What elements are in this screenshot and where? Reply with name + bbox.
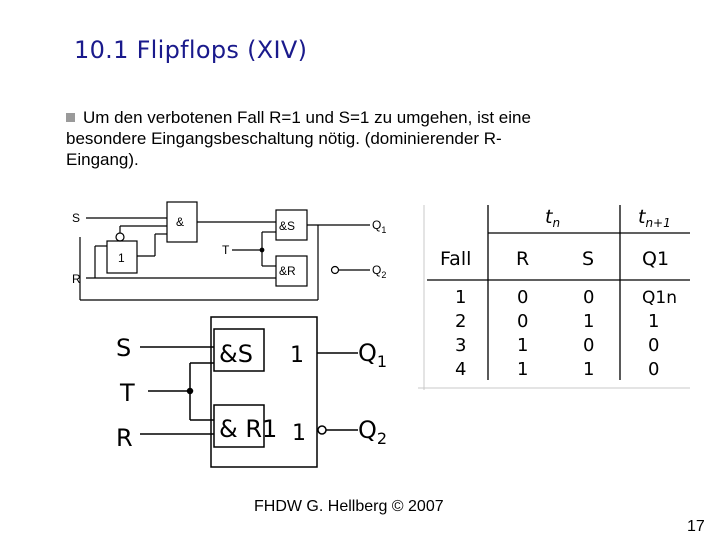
large-output-q2-label: Q2 [358,416,387,448]
large-ff-box [210,316,318,468]
cell-1-q1: Q1n [642,288,677,308]
cell-1-fall: 1 [455,287,466,308]
cell-2-s: 1 [583,311,594,332]
column-header-r: R [516,248,529,270]
header-tn1: tn+1 [638,206,671,230]
square-bullet-icon [66,113,75,122]
large-input-t-label: T [119,379,135,407]
cell-2-q1: 1 [648,311,659,332]
cell-3-s: 0 [583,335,594,356]
large-output-q1-label: Q1 [358,339,387,371]
small-ff-upper-label: &S [279,219,295,233]
large-lower-gate-number: 1 [292,421,306,446]
cell-1-s: 0 [583,287,594,308]
bullet-line-3: Eingang). [66,150,139,169]
large-input-s-label: S [116,334,131,362]
cell-3-fall: 3 [455,335,466,356]
cell-3-q1: 0 [648,335,659,356]
bullet-line-2: besondere Eingangsbeschaltung nötig. (do… [66,129,502,148]
small-input-s-label: S [72,211,80,225]
column-header-s: S [582,248,594,270]
page-number: 17 [687,518,705,535]
table-rows: 1 0 0 Q1n 2 0 1 1 3 1 0 0 4 1 1 0 [455,287,677,380]
large-lower-gate-box [213,404,265,448]
small-output-q1-label: Q1 [372,218,386,235]
small-ff-lower-box [275,255,308,287]
cell-3-r: 1 [517,335,528,356]
footer-copyright: FHDW G. Hellberg © 2007 [254,498,444,515]
cell-4-r: 1 [517,359,528,380]
cell-4-q1: 0 [648,359,659,380]
cell-4-s: 1 [583,359,594,380]
small-ff-lower-label: &R [279,264,296,278]
header-tn: tn [545,206,560,230]
cell-2-r: 0 [517,311,528,332]
small-or-gate-label: 1 [118,251,125,265]
bullet-paragraph: Um den verbotenen Fall R=1 und S=1 zu um… [66,107,666,170]
cell-1-r: 0 [517,287,528,308]
column-header-fall: Fall [440,248,471,270]
cell-4-fall: 4 [455,359,466,380]
small-input-t-label: T [222,243,230,257]
column-header-q1: Q1 [642,248,669,270]
small-output-q2-label: Q2 [372,263,386,280]
large-input-r-label: R [116,424,133,452]
large-upper-gate-label: &S [219,340,253,368]
slide-title: 10.1 Flipflops (XIV) [74,36,308,64]
small-circuit-diagram [79,201,370,301]
large-upper-gate-box [213,328,265,372]
truth-table [418,205,690,390]
cell-2-fall: 2 [455,311,466,332]
small-and-gate-label: & [176,215,184,229]
large-lower-gate-label: & R1 [219,415,277,443]
bullet-line-1: Um den verbotenen Fall R=1 und S=1 zu um… [83,108,531,127]
small-input-r-label: R [72,272,81,286]
large-upper-gate-number: 1 [290,343,304,368]
large-circuit-diagram [140,316,358,468]
